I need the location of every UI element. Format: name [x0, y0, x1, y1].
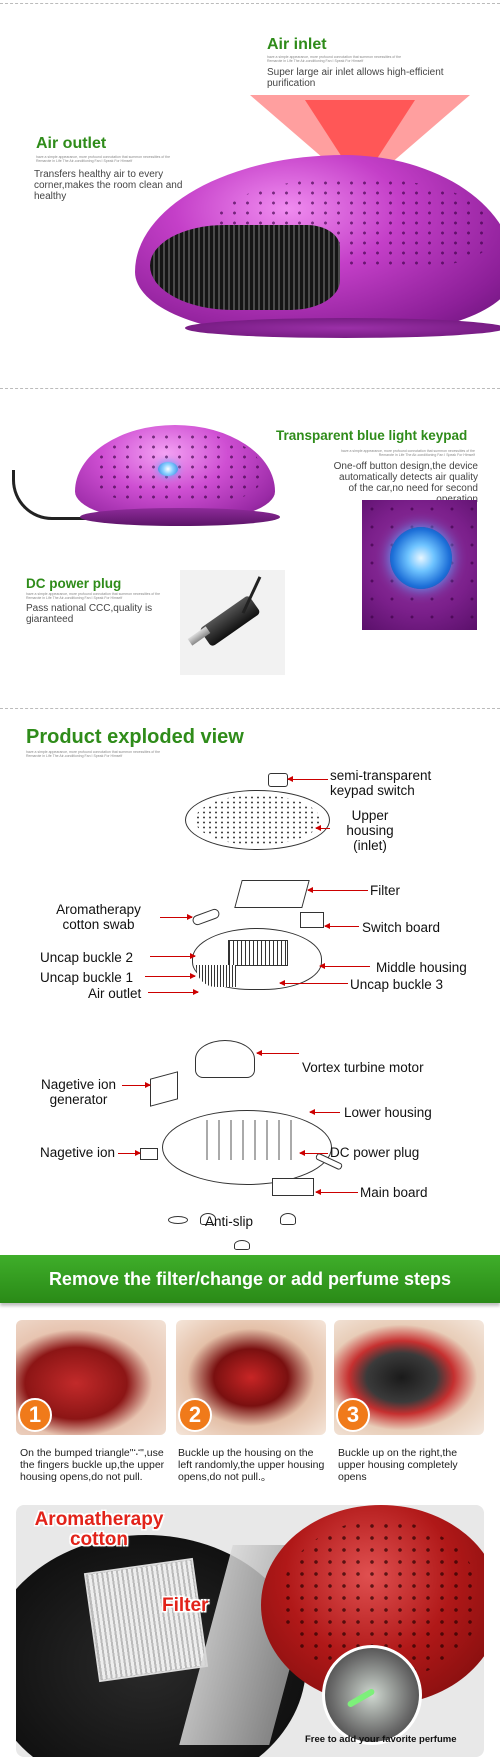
- step-2-text: Buckle up the housing on the left random…: [178, 1447, 325, 1483]
- arrow-filter: [307, 887, 368, 893]
- label-filter: Filter: [370, 883, 400, 898]
- step-3-text: Buckle up on the right,the upper housing…: [338, 1447, 458, 1483]
- label-negative-ion: Nagetive ion: [40, 1145, 116, 1160]
- section-divider-1: [0, 388, 500, 389]
- arrow-air-outlet: [148, 989, 199, 995]
- label-uncap3: Uncap buckle 3: [350, 977, 444, 992]
- exploded-title: Product exploded view: [26, 726, 244, 748]
- keypad-fine-print: have a simple appearance, more profound …: [340, 449, 475, 457]
- arrow-lower-housing: [309, 1109, 340, 1115]
- air-outlet-grille: [150, 225, 340, 310]
- lower-housing-components: [200, 1120, 295, 1160]
- label-ion-generator: Nagetive ion generator: [40, 1077, 117, 1107]
- dc-plug-desc: Pass national CCC,quality is giaranteed: [26, 603, 153, 625]
- switch-board-part: [300, 912, 324, 928]
- arrow-aroma-swab: [160, 914, 193, 920]
- main-board-part: [272, 1178, 314, 1196]
- step-1-text: On the bumped triangle"∵",use the finger…: [20, 1447, 165, 1483]
- arrow-ion-generator: [122, 1082, 151, 1088]
- exploded-fine-print: have a simple appearance, more profound …: [26, 750, 161, 758]
- label-upper-housing: Upper housing (inlet): [346, 808, 394, 853]
- perfume-caption: Free to add your favorite perfume: [305, 1734, 457, 1745]
- keypad-title: Transparent blue light keypad: [276, 428, 468, 443]
- label-turbine: Vortex turbine motor: [302, 1060, 424, 1075]
- filter-label: Filter: [162, 1595, 209, 1616]
- keypad-glow-icon: [390, 527, 452, 589]
- device-side-base: [80, 508, 280, 526]
- arrow-uncap2: [150, 953, 196, 959]
- label-dc-plug: DC power plug: [330, 1145, 420, 1160]
- arrow-keypad-switch: [287, 776, 328, 782]
- keypad-desc: One-off button design,the device automat…: [333, 461, 478, 505]
- arrow-uncap1: [145, 973, 196, 979]
- label-uncap1: Uncap buckle 1: [40, 970, 134, 985]
- arrow-dc-plug: [299, 1150, 328, 1156]
- filter-perfume-photo: [16, 1505, 484, 1757]
- arrow-middle-housing: [319, 963, 370, 969]
- air-outlet-title: Air outlet: [36, 135, 107, 152]
- label-aroma-swab: Aromatherapy cotton swab: [56, 902, 141, 932]
- air-inlet-desc: Super large air inlet allows high-effici…: [267, 67, 444, 89]
- blue-keypad-button: [158, 462, 178, 476]
- negative-ion-part: [140, 1148, 158, 1160]
- label-main-board: Main board: [360, 1185, 428, 1200]
- label-lower-housing: Lower housing: [344, 1105, 432, 1120]
- keypad-switch-part: [268, 773, 288, 787]
- steps-banner-title: Remove the filter/change or add perfume …: [48, 1269, 452, 1289]
- section-divider-2: [0, 708, 500, 709]
- air-outlet-vents: [196, 965, 236, 987]
- label-keypad-switch: semi-transparent keypad switch: [330, 768, 432, 798]
- filter-part: [234, 880, 310, 908]
- arrow-switch-board: [324, 923, 359, 929]
- aromatherapy-cotton-label: Aromatherapy cotton: [34, 1509, 164, 1550]
- air-inlet-fine-print: have a simple appearance, more profound …: [267, 55, 402, 63]
- step-2-badge: 2: [178, 1398, 212, 1432]
- anti-slip-foot-2: [200, 1213, 216, 1225]
- top-divider: [0, 3, 500, 4]
- filter-mesh-image: [83, 1557, 209, 1683]
- anti-slip-foot-3: [280, 1213, 296, 1225]
- air-outlet-desc: Transfers healthy air to every corner,ma…: [34, 169, 183, 202]
- dc-plug-title: DC power plug: [26, 576, 122, 591]
- arrow-main-board: [315, 1189, 358, 1195]
- anti-slip-foot-1: [168, 1216, 188, 1224]
- step-3-badge: 3: [336, 1398, 370, 1432]
- label-middle-housing: Middle housing: [376, 960, 467, 975]
- label-uncap2: Uncap buckle 2: [40, 950, 134, 965]
- steps-banner: [0, 1255, 500, 1303]
- arrow-upper-housing: [315, 825, 330, 831]
- device-base: [185, 318, 500, 338]
- arrow-turbine: [256, 1050, 299, 1056]
- air-outlet-fine-print: have a simple appearance, more profound …: [36, 155, 171, 163]
- turbine-motor-part: [195, 1040, 255, 1078]
- middle-housing-grid: [228, 940, 288, 966]
- ion-generator-part: [150, 1071, 178, 1107]
- label-anti-slip: Anti-slip: [205, 1214, 254, 1229]
- air-inlet-title: Air inlet: [267, 36, 327, 53]
- aroma-swab-part: [191, 907, 221, 927]
- label-air-outlet: Air outlet: [88, 986, 142, 1001]
- label-switch-board: Switch board: [362, 920, 441, 935]
- step-1-badge: 1: [18, 1398, 52, 1432]
- arrow-uncap3: [279, 980, 348, 986]
- arrow-negative-ion: [118, 1150, 141, 1156]
- dc-plug-fine-print: have a simple appearance, more profound …: [26, 592, 161, 600]
- anti-slip-foot-4: [234, 1240, 250, 1250]
- upper-housing-holes: [195, 795, 320, 845]
